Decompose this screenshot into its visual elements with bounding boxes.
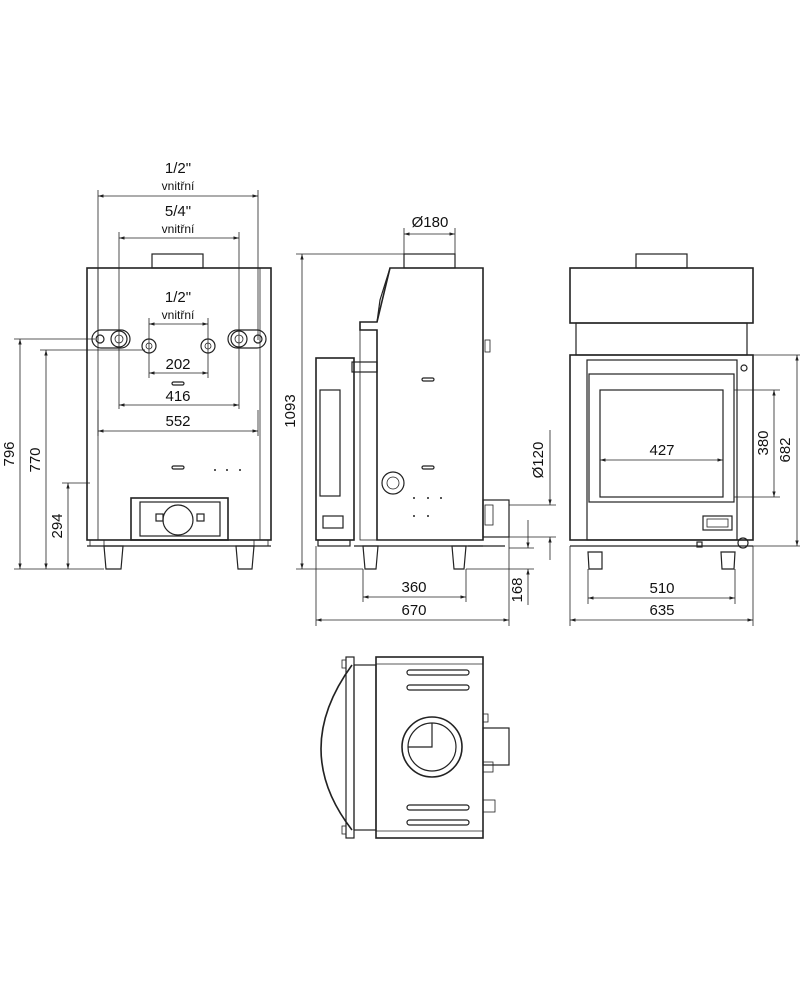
front-foot-left [103,545,124,570]
front-side-tab [89,539,105,547]
door-flue-collar [635,253,688,269]
top-vent-slot [406,804,470,811]
label-dim-635: 635 [649,602,674,619]
label-dim-552: 552 [165,413,190,430]
label-dim-670: 670 [401,602,426,619]
side-door-frame [315,357,355,541]
top-vent-slot [406,819,470,826]
side-foot-rear [451,545,467,570]
front-ash-box-inner [139,501,221,537]
side-top-slope [376,267,391,323]
side-door-latch [322,515,344,529]
front-flue-collar [151,253,204,269]
top-front-strip [353,664,377,831]
label-dim-202: 202 [165,356,190,373]
front-view: 1/2" vnitřní 5/4" vnitřní 1/2" vnitřní 2… [1,160,272,570]
side-door-bottom [317,539,351,547]
side-air-inlet-core [386,476,400,490]
label-dim-796: 796 [1,441,18,466]
top-rear-tab [482,799,496,813]
side-slot [421,377,435,382]
side-door-col [359,329,378,541]
label-dim-1093: 1093 [282,394,299,427]
side-door-glass [319,389,341,497]
label-dim-427: 427 [649,442,674,459]
side-rear-tab [484,339,491,353]
label-dim-682: 682 [777,437,794,462]
pipe-left-outer [95,334,105,344]
front-air-inlet [162,504,194,536]
label-inner-pipe-note: vnitřní [162,308,195,322]
front-dot [226,469,228,471]
label-inlet-diameter: Ø120 [530,442,547,479]
top-flue-outer [401,716,463,778]
front-foot-right [235,545,255,570]
side-dot [440,497,442,499]
front-ash-box [130,497,229,541]
door-frame [586,359,738,541]
side-dot [413,515,415,517]
door-foot-right [720,551,736,570]
door-top-hood [569,267,754,324]
door-glass-outer [588,373,735,503]
front-ash-handle [155,513,164,522]
label-dim-770: 770 [27,447,44,472]
side-dot [413,497,415,499]
label-flue-diameter: Ø180 [412,214,449,231]
label-dim-294: 294 [49,513,66,538]
side-rear-tab [484,504,494,526]
side-foot-front [362,545,379,570]
top-corner-tab [341,659,347,669]
side-flue-collar [403,253,456,269]
label-mid-pipe-note: vnitřní [162,222,195,236]
top-view [320,656,510,839]
top-flue-damper [408,723,433,748]
door-knob [737,537,749,549]
label-dim-380: 380 [755,430,772,455]
front-slot [171,381,185,386]
side-dot [427,515,429,517]
label-dim-416: 416 [165,388,190,405]
door-knob [740,364,748,372]
top-rear-tab [482,761,494,773]
door-latch-inner [706,518,729,528]
top-vent-slot [406,669,470,676]
door-logo [696,541,703,548]
label-top-pipe-size: 1/2" [165,160,191,177]
door-hood-strip [575,322,748,356]
front-dot [239,469,241,471]
label-dim-168: 168 [509,577,526,602]
pipe-right-plate [227,329,267,349]
label-top-pipe-note: vnitřní [162,179,195,193]
top-vent-slot [406,684,470,691]
top-door-arc [320,664,353,831]
top-corner-tab [341,825,347,835]
door-glass-inner [599,389,724,498]
front-slot [171,465,185,470]
front-ash-handle [196,513,205,522]
top-rear-box [482,727,510,766]
side-slot [421,465,435,470]
front-dot [214,469,216,471]
label-mid-pipe-size: 5/4" [165,203,191,220]
side-view: Ø180 1093 Ø120 168 360 670 [282,214,556,626]
label-dim-360: 360 [401,579,426,596]
door-view: 427 380 682 510 635 [569,253,800,626]
label-inner-pipe-size: 1/2" [165,289,191,306]
door-latch [702,515,733,531]
side-air-inlet [381,471,405,495]
door-foot-left [587,551,603,570]
side-dot [427,497,429,499]
top-rear-tab [482,713,489,723]
side-door-top [351,361,378,373]
top-front-frame [345,656,355,839]
front-side-tab [253,539,269,547]
side-rear-box [482,499,510,538]
label-dim-510: 510 [649,580,674,597]
